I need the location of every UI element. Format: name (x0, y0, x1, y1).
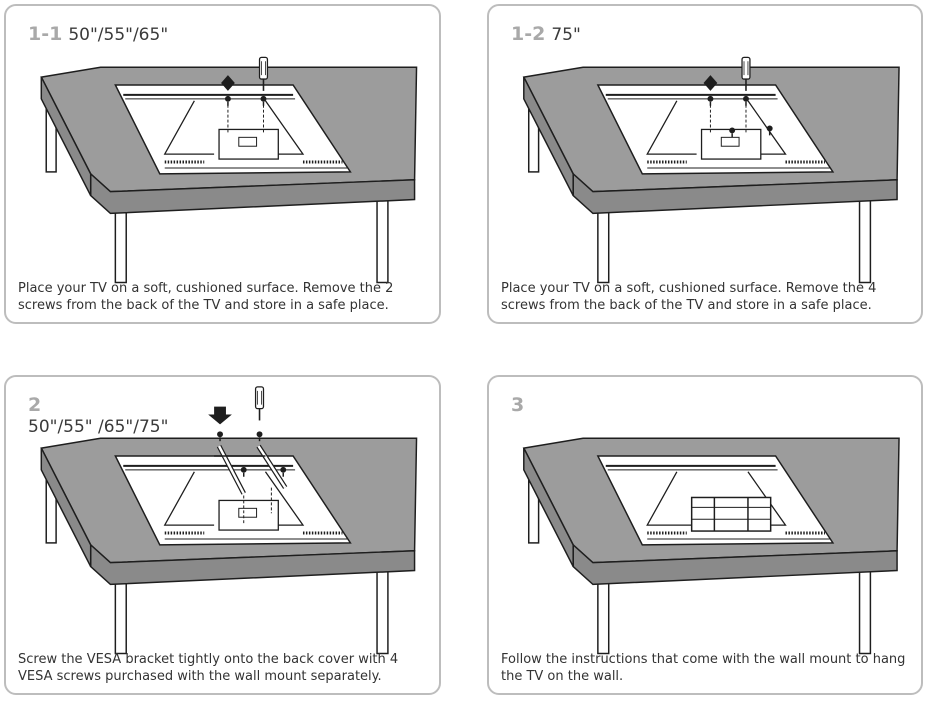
tv-illustration-step-3 (522, 436, 901, 655)
step-caption: Follow the instructions that come with t… (501, 652, 906, 684)
step-heading: 3 (511, 394, 530, 417)
step-panel-3: 3 Follow the instructions that come with… (487, 375, 923, 695)
step-heading: 250"/55" /65"/75" (28, 394, 178, 438)
tv-illustration-step-2 (39, 386, 419, 655)
step-number: 1-1 (28, 23, 63, 45)
step-number: 2 (28, 394, 42, 416)
step-number: 1-2 (511, 23, 546, 45)
screen-size-label: 50"/55" /65"/75" (28, 417, 169, 437)
tv-illustration-step-1-2 (522, 56, 901, 284)
vesa-bracket (214, 444, 288, 495)
screwdriver-icon (254, 386, 265, 422)
step-caption: Place your TV on a soft, cushioned surfa… (501, 281, 877, 313)
screen-size-label: 75" (551, 25, 581, 45)
step-caption: Place your TV on a soft, cushioned surfa… (18, 281, 394, 313)
step-panel-2: 250"/55" /65"/75" Screw the VESA bracket… (4, 375, 441, 695)
screen-size-label: 50"/55"/65" (68, 25, 169, 45)
vesa-bracket (690, 496, 772, 532)
tv-illustration-step-1-1 (39, 56, 419, 284)
step-number: 3 (511, 394, 525, 416)
step-caption: Screw the VESA bracket tightly onto the … (18, 652, 399, 684)
down-arrow-icon (208, 406, 232, 425)
